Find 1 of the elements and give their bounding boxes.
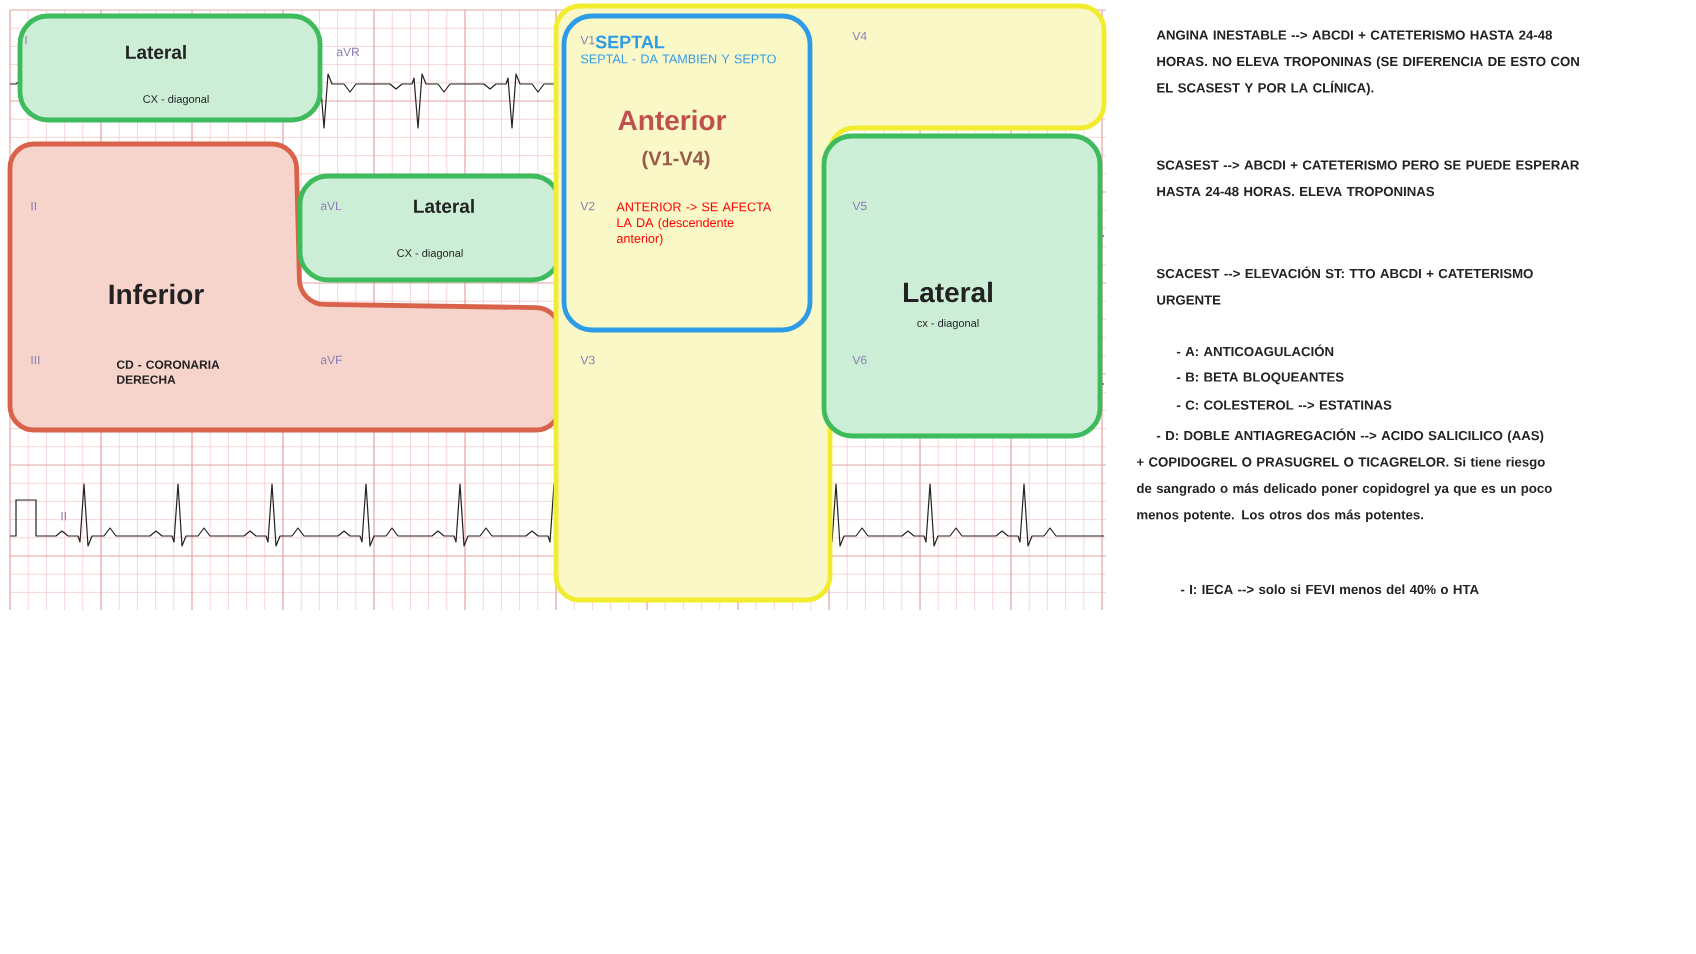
- highlighted-region: [553, 3, 1107, 603]
